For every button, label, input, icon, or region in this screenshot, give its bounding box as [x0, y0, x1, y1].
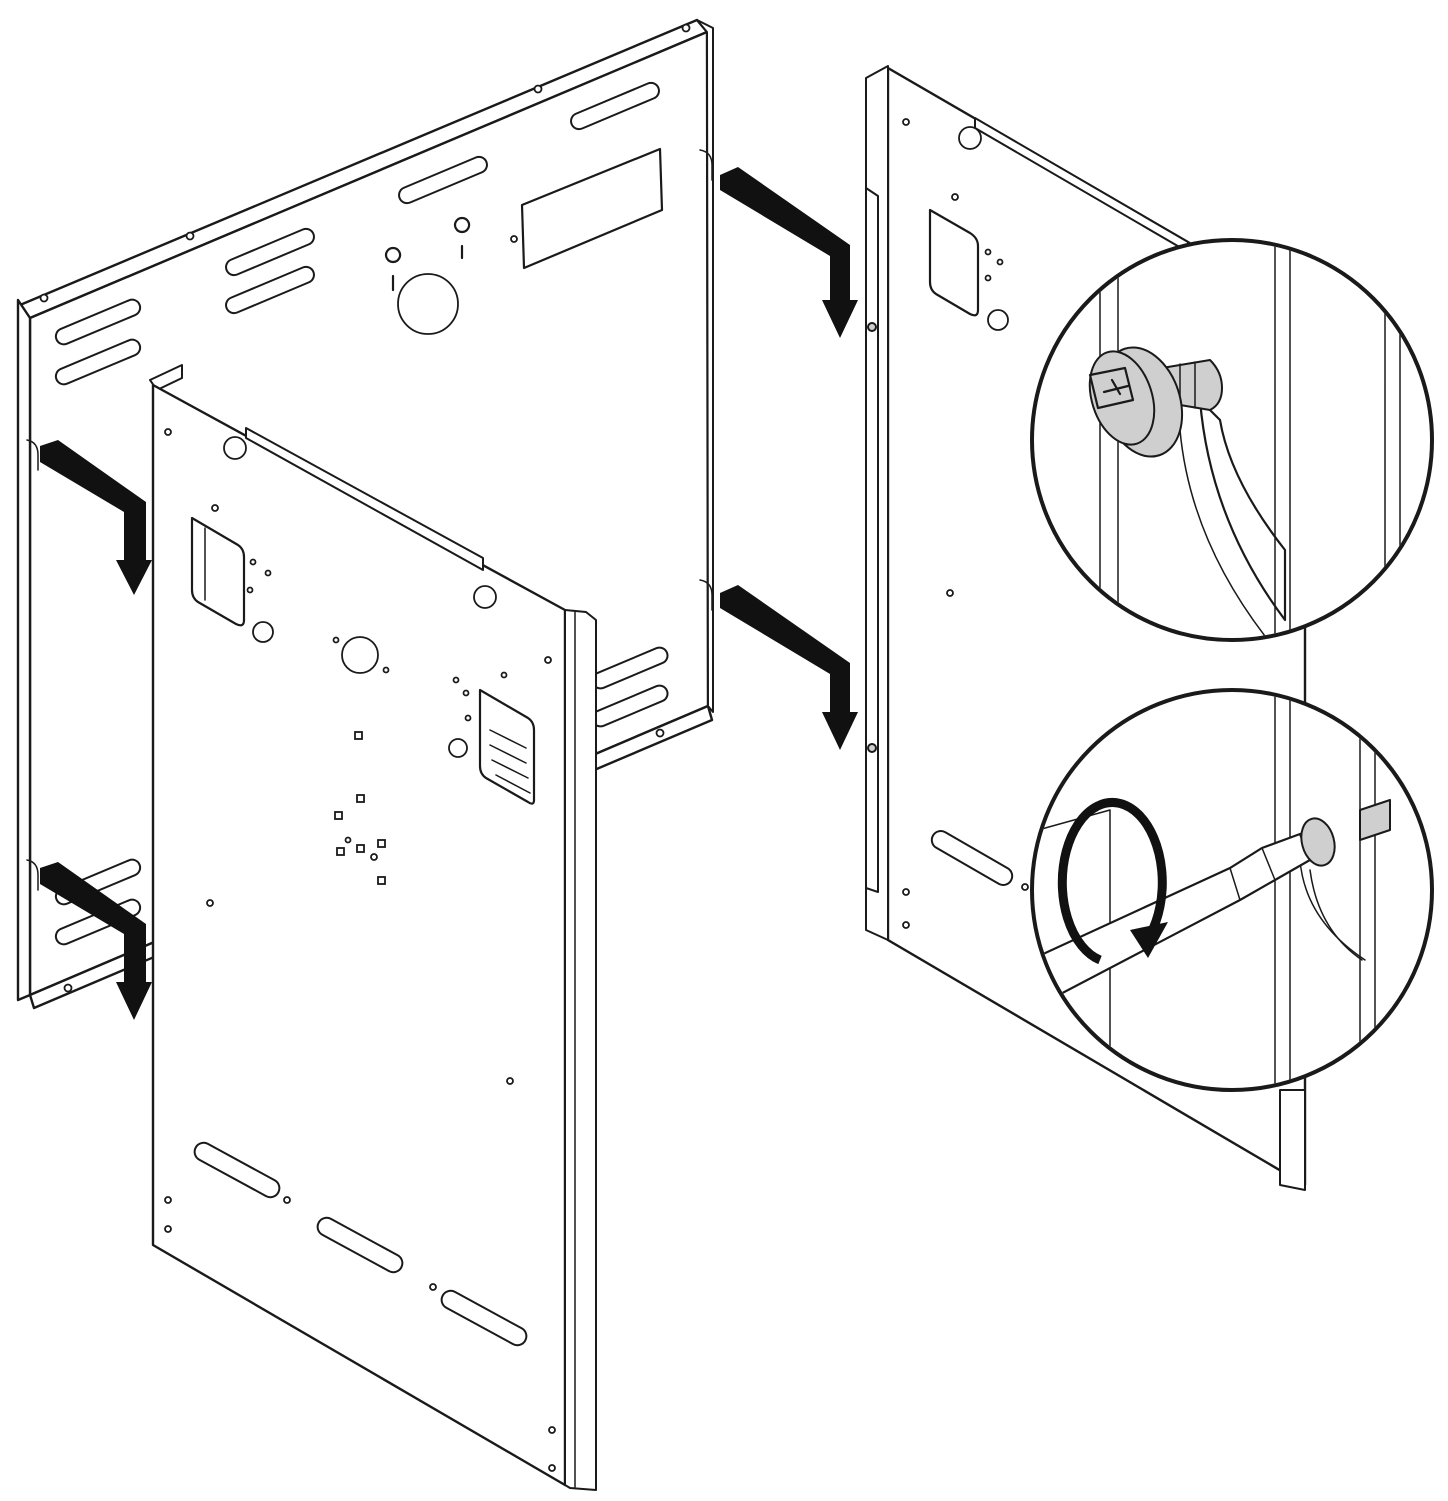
rear-panel-vent-slots: [54, 81, 669, 946]
rotate-clockwise-icon: [1057, 797, 1168, 965]
screw-icon: [1088, 346, 1223, 458]
screw-detail-callout: [1030, 238, 1434, 642]
down-right-arrow-icon: [40, 440, 152, 595]
down-right-arrow-icon: [720, 585, 858, 750]
down-right-arrow-icon: [720, 167, 858, 338]
down-right-arrow-icon: [40, 862, 152, 1020]
front-panel: [149, 364, 597, 1491]
screwdriver-detail-callout: [1030, 688, 1434, 1092]
screwdriver-icon: [1034, 817, 1336, 1012]
